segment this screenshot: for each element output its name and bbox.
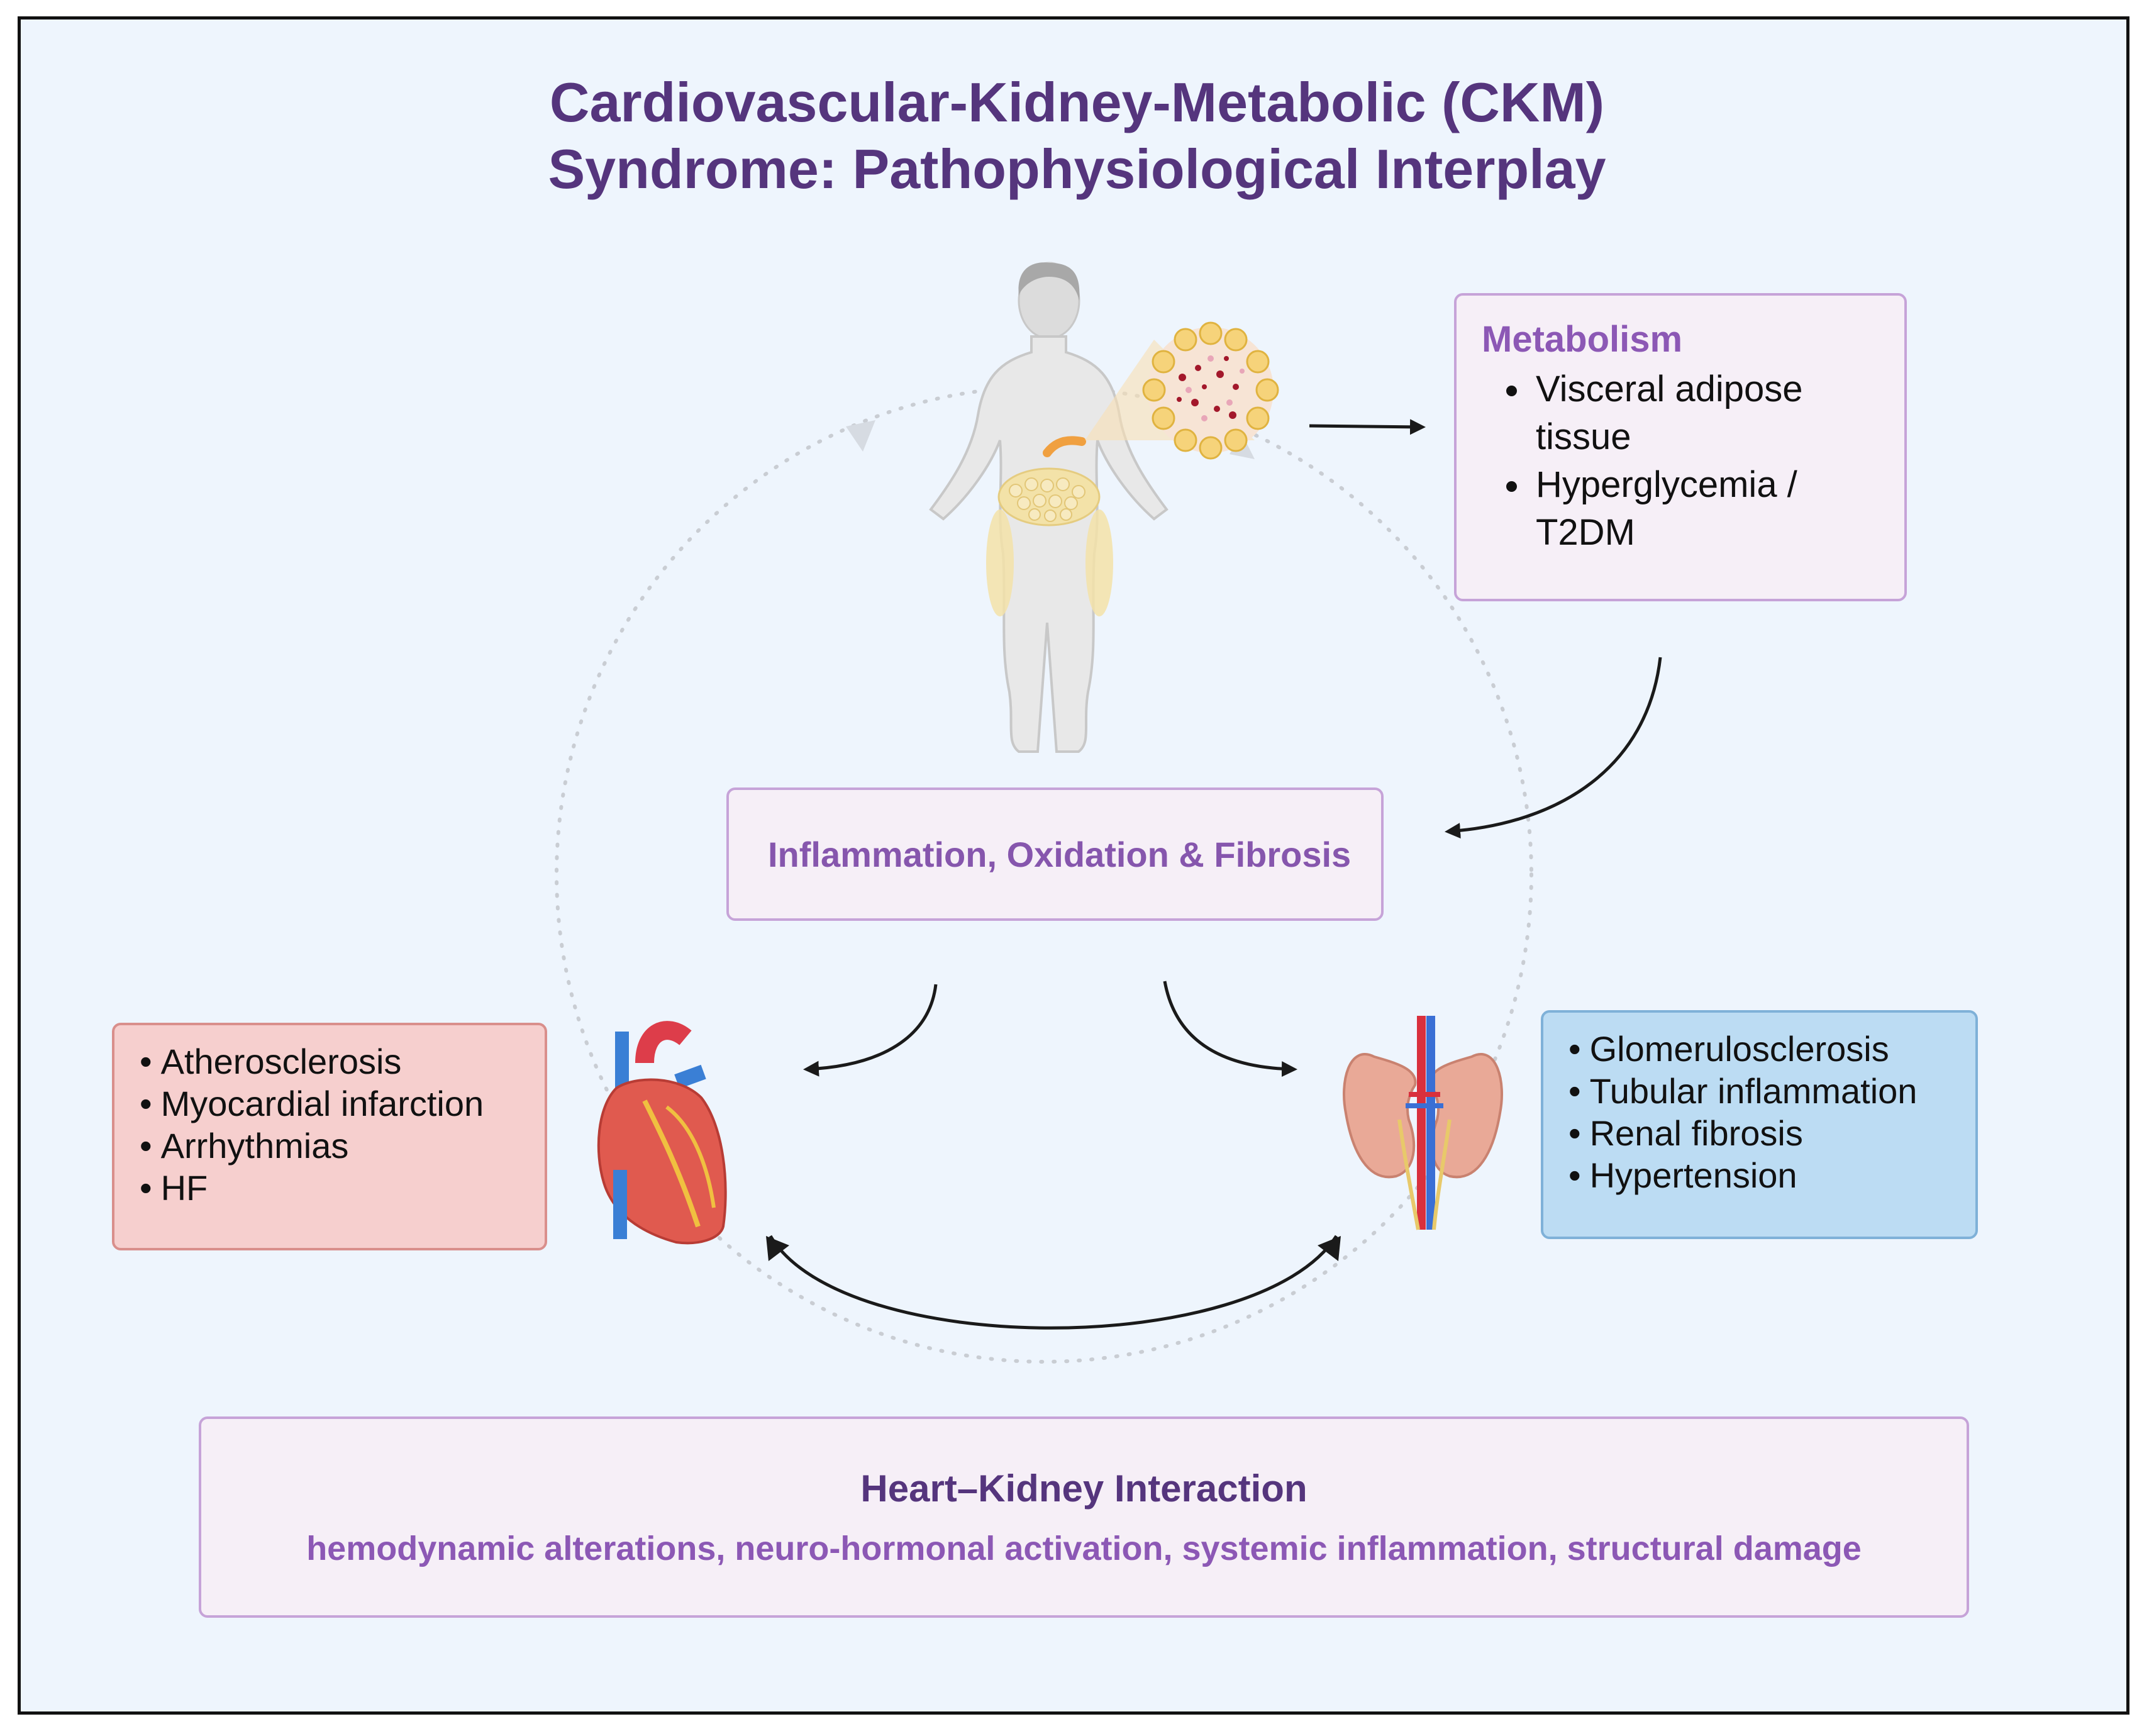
heart-kidney-interaction-box: Heart–Kidney Interaction hemodynamic alt… [199,1416,1969,1618]
heart-condition-item: Atherosclerosis [140,1040,532,1082]
kidney-condition-item: Glomerulosclerosis [1568,1028,1963,1070]
heart-kidney-subtitle: hemodynamic alterations, neuro-hormonal … [306,1530,1862,1567]
kidney-conditions-list: Glomerulosclerosis Tubular inflammation … [1568,1028,1963,1196]
heart-condition-item: Arrhythmias [140,1125,532,1167]
inflammation-label: Inflammation, Oxidation & Fibrosis [768,834,1352,874]
metabolism-item: Hyperglycemia / T2DM [1532,461,1885,557]
title-line-2: Syndrome: Pathophysiological Interplay [548,138,1606,200]
inflammation-to-kidney-arrow [1163,981,1297,1077]
metabolism-heading: Metabolism [1482,319,1683,360]
title-line-1: Cardiovascular-Kidney-Metabolic (CKM) [549,71,1605,133]
kidney-condition-item: Tubular inflammation [1568,1070,1963,1112]
heart-kidney-double-arrow [769,1235,1338,1330]
heart-kidney-title: Heart–Kidney Interaction [860,1467,1307,1510]
heart-condition-item: Myocardial infarction [140,1082,532,1125]
diagram-title: Cardiovascular-Kidney-Metabolic (CKM) Sy… [0,69,2154,203]
metabolism-to-inflammation-arrow [1445,657,1662,839]
inflammation-box: Inflammation, Oxidation & Fibrosis [726,787,1384,921]
kidney-icon [1343,1016,1503,1230]
kidney-conditions-box: Glomerulosclerosis Tubular inflammation … [1541,1010,1978,1239]
kidney-condition-item: Renal fibrosis [1568,1112,1963,1154]
heart-condition-item: HF [140,1167,532,1209]
heart-conditions-list: Atherosclerosis Myocardial infarction Ar… [140,1040,532,1209]
heart-conditions-box: Atherosclerosis Myocardial infarction Ar… [112,1023,547,1250]
inflammation-to-heart-arrow [803,984,938,1077]
heart-icon [597,1021,727,1245]
adipose-tissue-icon [1142,321,1279,460]
body-to-metabolism-arrow [1309,419,1426,435]
metabolism-list: Visceral adipose tissue Hyperglycemia / … [1482,365,1885,557]
metabolism-item: Visceral adipose tissue [1532,365,1885,461]
arrows [766,419,1662,1330]
metabolism-box: Metabolism Visceral adipose tissue Hyper… [1454,293,1907,601]
kidney-condition-item: Hypertension [1568,1154,1963,1196]
